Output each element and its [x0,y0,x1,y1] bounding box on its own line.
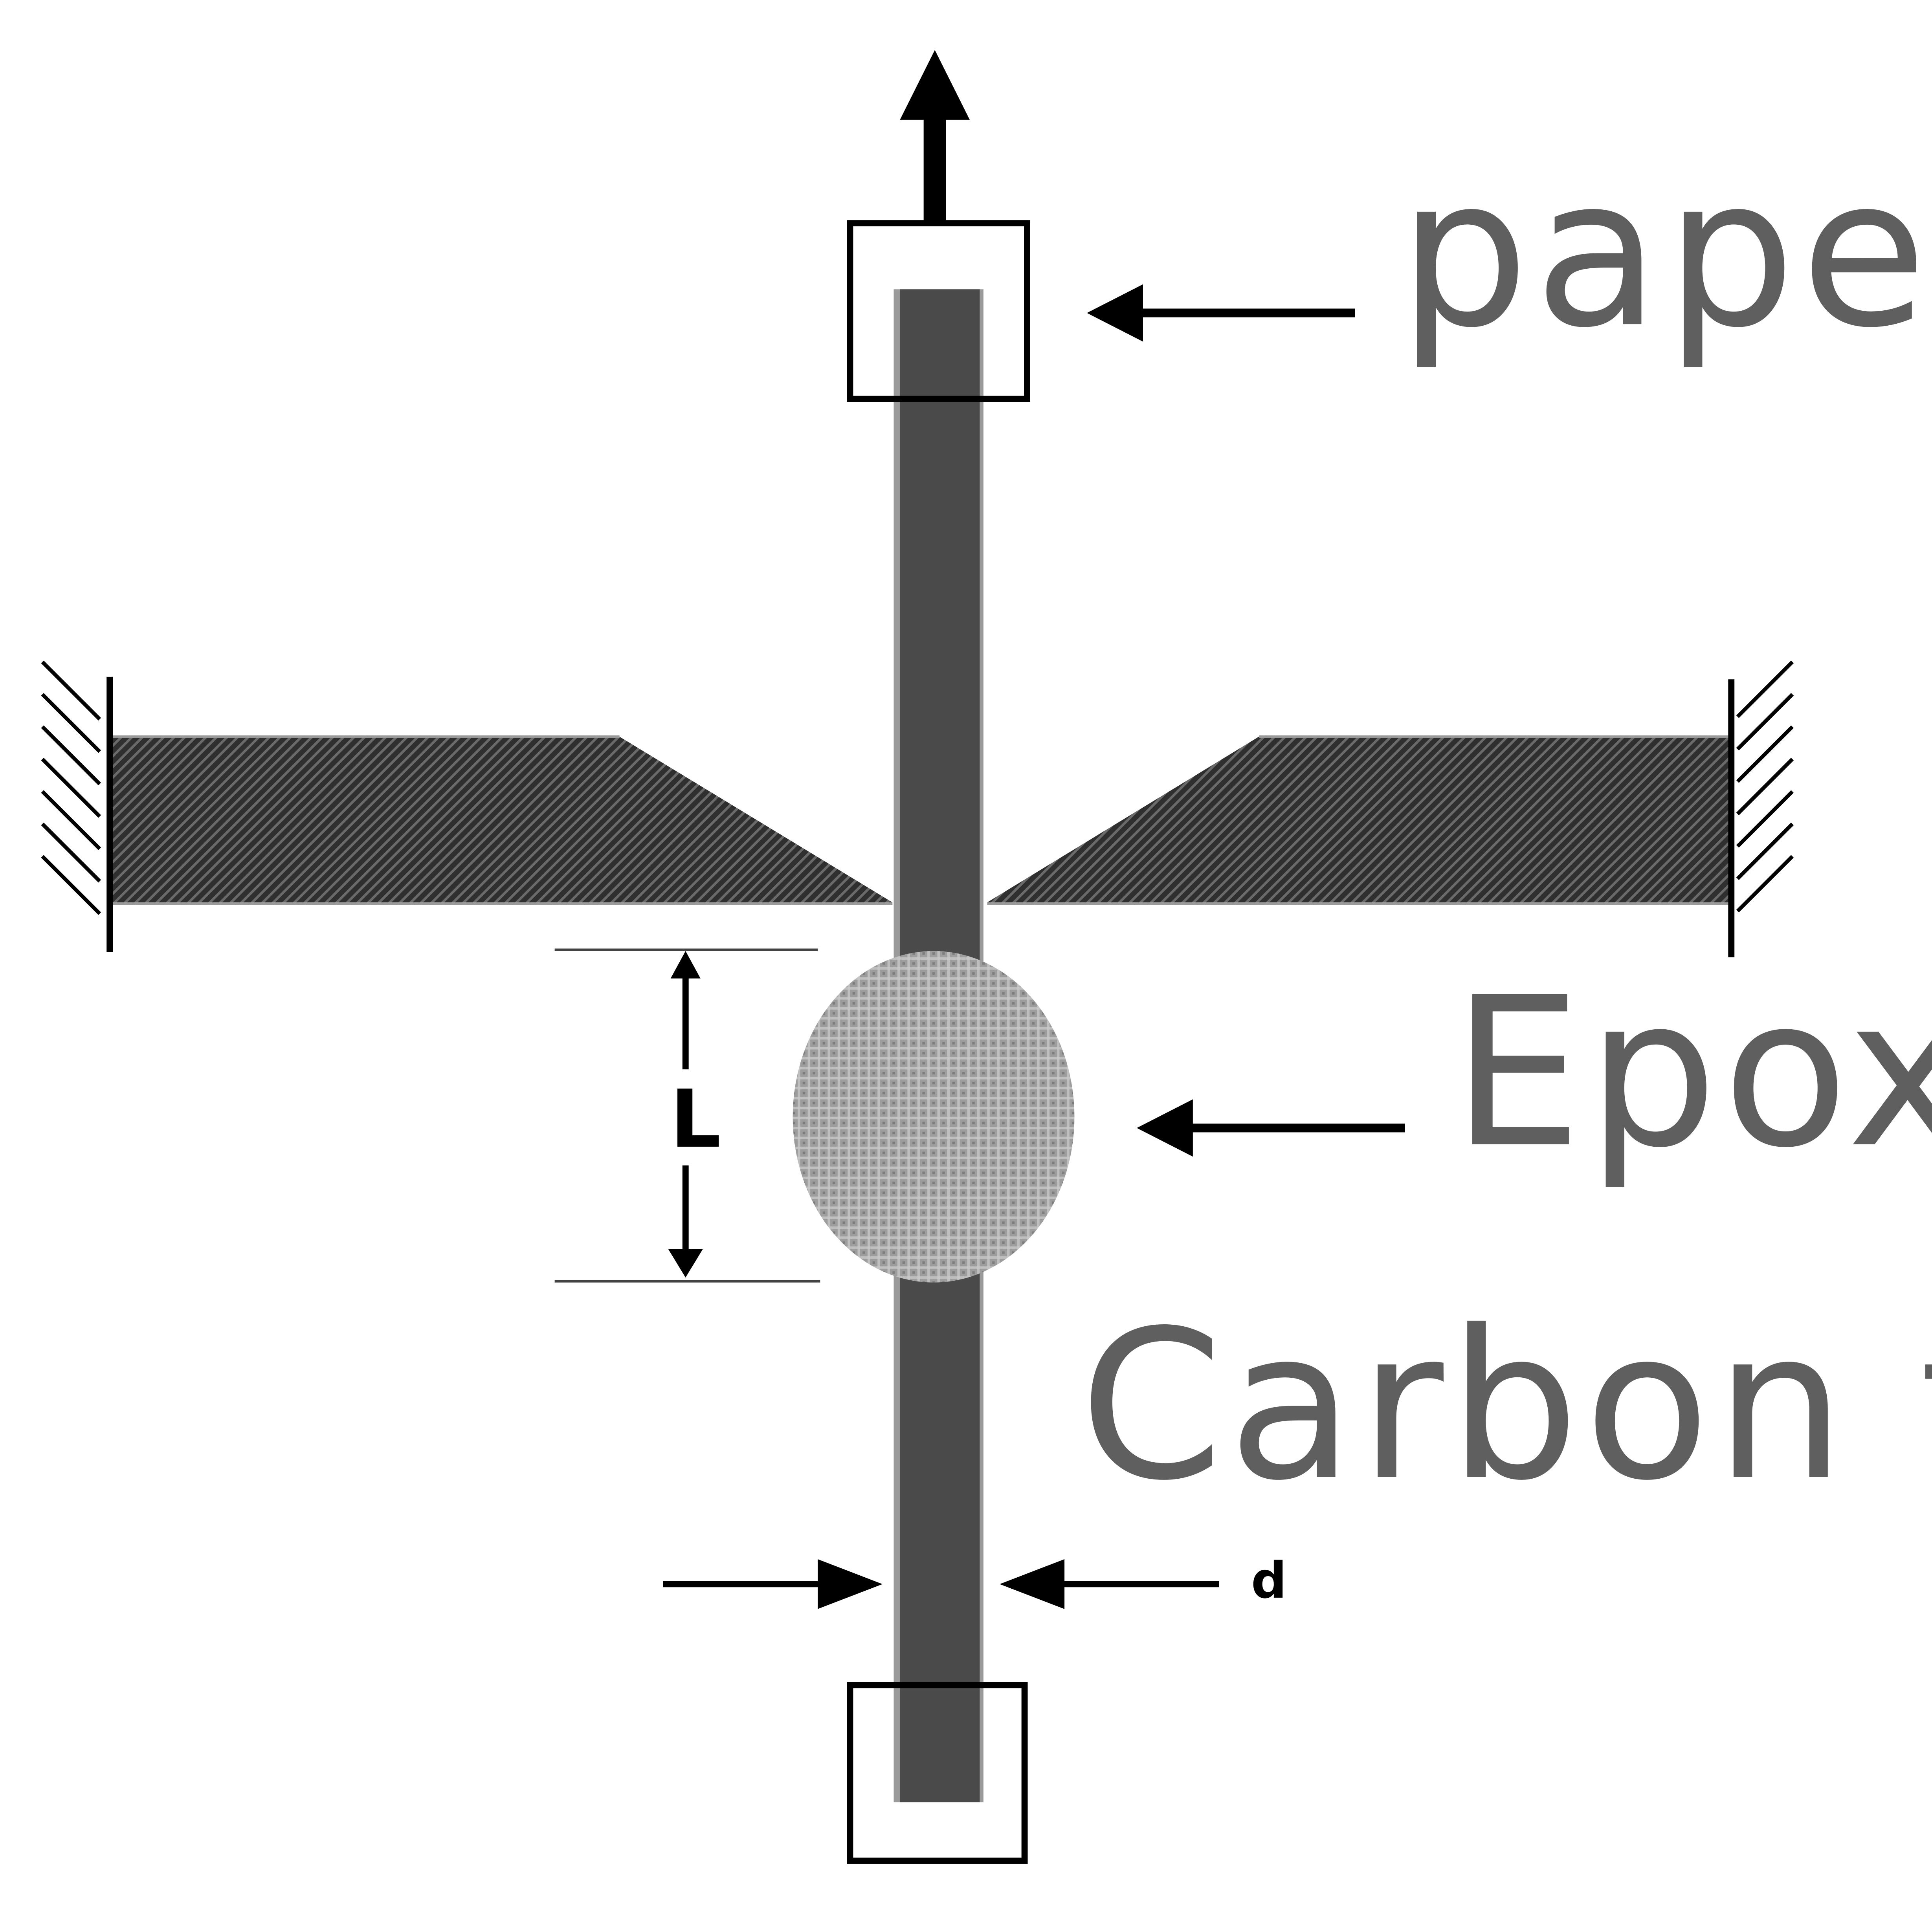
right-fixed-support [1728,660,1794,957]
paper-end-tab-bottom [847,1682,1028,1864]
left-fixed-support [41,660,113,952]
diameter-label: d [1251,1551,1287,1610]
pull-arrow [900,50,970,225]
left-blade-body [110,737,893,903]
left-blade [110,735,893,905]
paper-end-arrow-icon [1087,284,1143,342]
fiber-diameter-dimension: d [663,1551,1287,1610]
carbon-fiber-label: Carbon fiber [1079,1287,1932,1526]
paper-end-label: paper end [1398,134,1932,373]
dimension-arrow-up-icon [670,951,701,979]
dimension-arrow-down-icon [668,1248,703,1278]
diameter-arrow-right-icon [818,1559,883,1609]
embedded-length-dimension: L [554,948,820,1283]
right-blade [987,735,1730,905]
epoxy-droplet [793,951,1075,1283]
length-label: L [670,1073,721,1166]
epoxy-droplet-arrow-icon [1137,1099,1193,1157]
paper-end-callout: paper end [1087,134,1932,373]
epoxy-droplet-label: Epoxy droplet [1452,954,1932,1193]
epoxy-droplet-callout: Epoxy droplet [1137,954,1932,1193]
pull-arrow-shaft [923,115,946,225]
paper-end-tab-top [847,220,1030,402]
right-blade-body [987,737,1730,903]
diameter-arrow-left-icon [1000,1559,1065,1609]
pull-arrow-head-icon [900,50,970,120]
